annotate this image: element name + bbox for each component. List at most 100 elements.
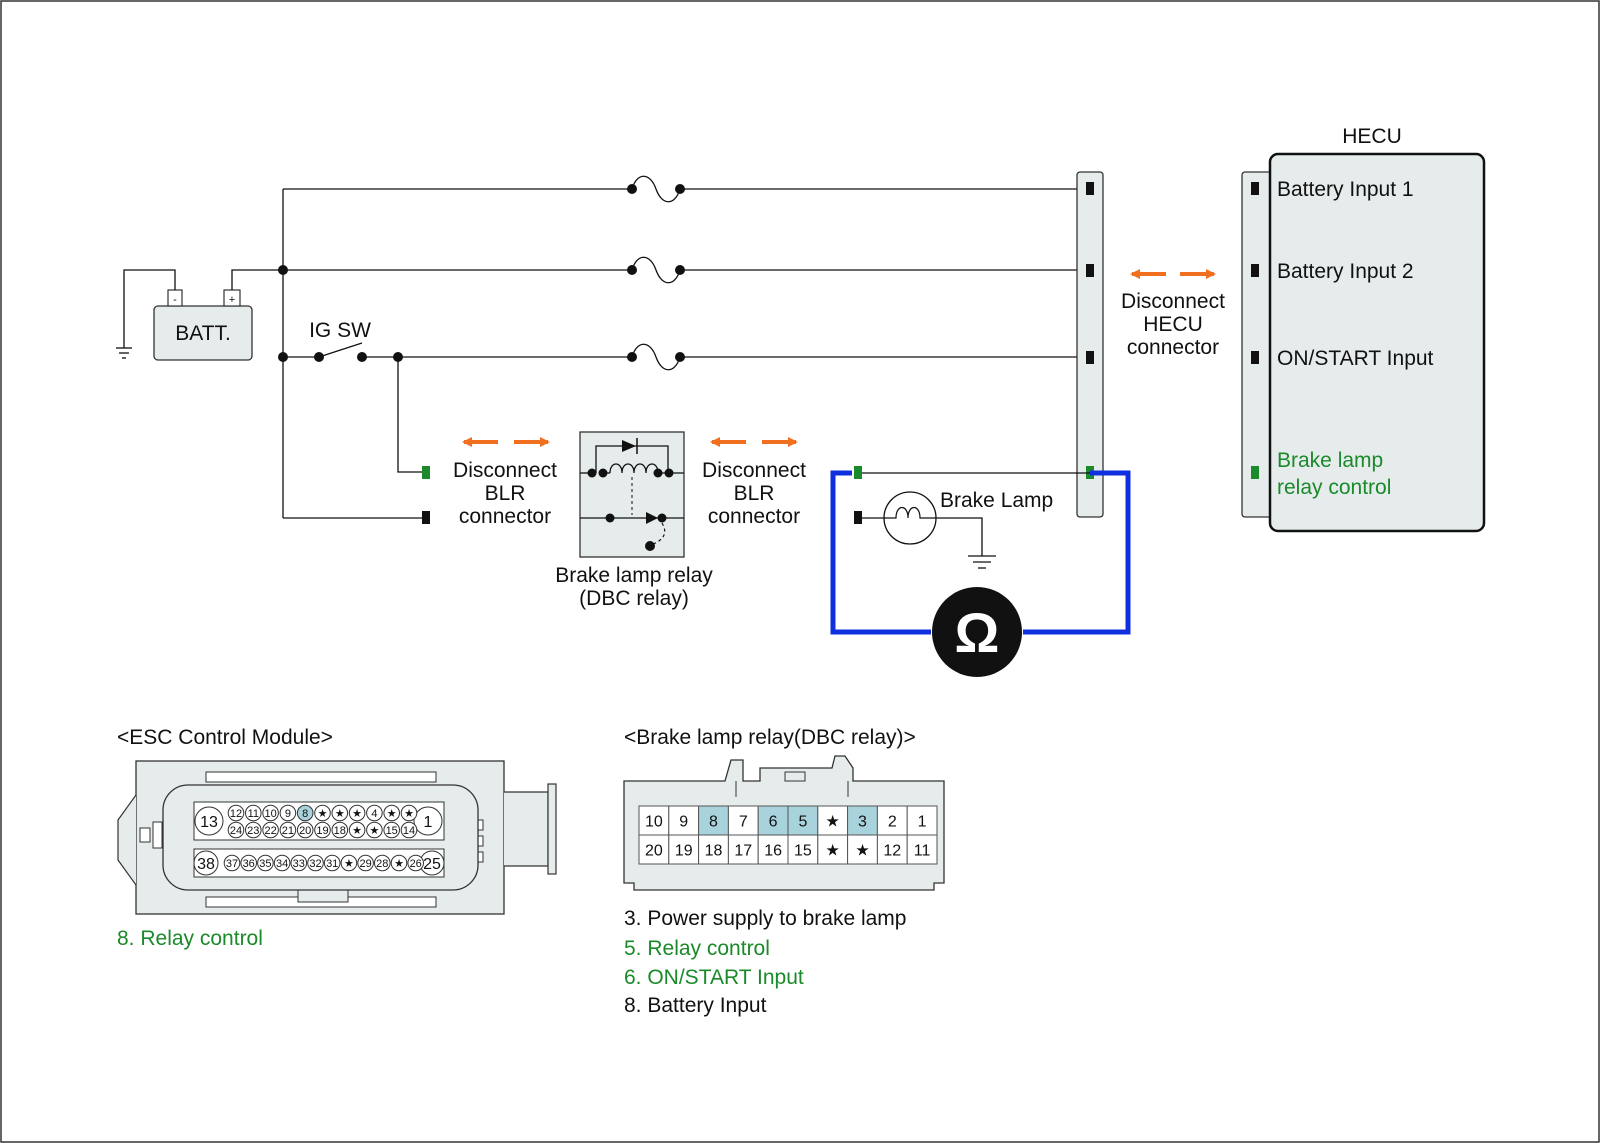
relay-caption-line2: (DBC relay) [579, 587, 689, 610]
esc-pin [340, 854, 358, 872]
esc-pin [290, 854, 308, 872]
esc-pin-38: 38 [197, 856, 215, 873]
esc-pin-1: 1 [424, 814, 433, 831]
esc-pin [296, 804, 314, 822]
esc-pin [314, 804, 331, 822]
esc-pin-label: 23 [247, 825, 259, 837]
battery: BATT. - + [153, 289, 253, 361]
esc-pin [279, 821, 297, 839]
dbc-pin-label: 10 [645, 814, 663, 831]
ohmmeter: Ω [830, 470, 1131, 677]
esc-pin-label: 10 [264, 808, 276, 820]
esc-pin-label: 12 [230, 808, 242, 820]
esc-pin [400, 804, 418, 822]
esc-pin-label: ★ [369, 825, 379, 837]
disconnect-blr-right-line3: connector [708, 505, 800, 528]
esc-pin [223, 854, 241, 872]
esc-pin-label: 26 [410, 858, 422, 870]
dbc-pin-cell [727, 834, 759, 865]
esc-module-title: <ESC Control Module> [117, 726, 333, 749]
esc-pin-label: 29 [359, 858, 371, 870]
dbc-pin-label: 3 [858, 814, 867, 831]
hecu-brake-lamp-relay-control-line1: Brake lamp [1277, 449, 1383, 472]
esc-pin [279, 804, 297, 822]
hecu-battery-input-2: Battery Input 2 [1277, 260, 1414, 283]
esc-pin [240, 854, 257, 872]
esc-pin [227, 804, 245, 822]
esc-pin [366, 804, 383, 822]
esc-pin-label: 36 [243, 858, 255, 870]
esc-pin-label: ★ [352, 825, 362, 837]
dbc-pin-label: 12 [883, 843, 901, 860]
esc-pin-label: 14 [403, 825, 415, 837]
battery-label: BATT. [175, 322, 231, 345]
ig-switch-label: IG SW [309, 319, 371, 342]
esc-pin [245, 804, 262, 822]
dbc-pin-cell [757, 805, 789, 836]
esc-pin [262, 804, 279, 822]
esc-pin [245, 821, 262, 839]
esc-pin-label: 19 [316, 825, 328, 837]
dbc-pin-cell [847, 834, 878, 865]
disconnect-blr-left-line3: connector [459, 505, 551, 528]
dbc-pin-label: 8 [709, 814, 718, 831]
dbc-note-battery-input: 8. Battery Input [624, 994, 767, 1017]
dbc-pin-label: 7 [739, 814, 748, 831]
esc-pin [314, 821, 331, 839]
esc-pin-label: 28 [376, 858, 388, 870]
battery-ground-icon [116, 269, 176, 359]
dbc-note-on-start-input: 6. ON/START Input [624, 966, 804, 989]
dbc-pin-cell [876, 805, 908, 836]
esc-pin-label: 9 [285, 808, 291, 820]
esc-pin-label: ★ [387, 808, 397, 820]
esc-pin [227, 821, 245, 839]
dbc-pin-label: 1 [918, 814, 927, 831]
dbc-pin-cell [787, 805, 819, 836]
esc-pin [374, 854, 391, 872]
esc-pin-label: 22 [264, 825, 276, 837]
esc-pin [357, 854, 374, 872]
esc-pin-label: ★ [352, 808, 362, 820]
esc-pin-label: ★ [404, 808, 414, 820]
esc-pin-label: 34 [276, 858, 288, 870]
dbc-pin-label: ★ [855, 843, 869, 860]
dbc-relay-title: <Brake lamp relay(DBC relay)> [624, 726, 916, 749]
disconnect-blr-right-line1: Disconnect [702, 459, 806, 482]
relay-caption-line1: Brake lamp relay [555, 564, 713, 587]
esc-pin [257, 854, 274, 872]
esc-pin-label: ★ [344, 858, 354, 870]
dbc-pin-label: 20 [645, 843, 663, 860]
esc-pin [331, 804, 349, 822]
esc-pin-label: 31 [326, 858, 338, 870]
hecu-connector-strip [1076, 171, 1104, 518]
esc-pin [296, 821, 314, 839]
brake-lamp-circuit: Brake Lamp [854, 466, 1090, 569]
esc-pin-label: 18 [334, 825, 346, 837]
esc-pin-label: 33 [293, 858, 305, 870]
disconnect-hecu-line3: connector [1127, 336, 1219, 359]
esc-pin-label: 15 [386, 825, 398, 837]
hecu-module: HECU Battery Input 1 Battery Input 2 ON/… [1241, 125, 1486, 533]
battery-minus-label: - [173, 294, 177, 306]
dbc-pin-label: 17 [734, 843, 752, 860]
esc-pin [407, 854, 425, 872]
esc-pin-label: ★ [318, 808, 328, 820]
battery-positive-wire [231, 269, 283, 290]
esc-pin [323, 854, 341, 872]
disconnect-blr-left-line1: Disconnect [453, 459, 557, 482]
dbc-pin-label: 18 [705, 843, 723, 860]
esc-pin [273, 854, 291, 872]
ohm-meter-icon [932, 587, 1022, 677]
power-wires [282, 175, 1090, 519]
dbc-pin-label: 2 [888, 814, 897, 831]
dbc-pin-label: 5 [798, 814, 807, 831]
esc-pin-label: 8 [302, 808, 308, 820]
dbc-pin-label: 15 [794, 843, 812, 860]
dbc-pin-cell [817, 834, 849, 865]
hecu-battery-input-1: Battery Input 1 [1277, 178, 1414, 201]
disconnect-hecu-line1: Disconnect [1121, 290, 1225, 313]
